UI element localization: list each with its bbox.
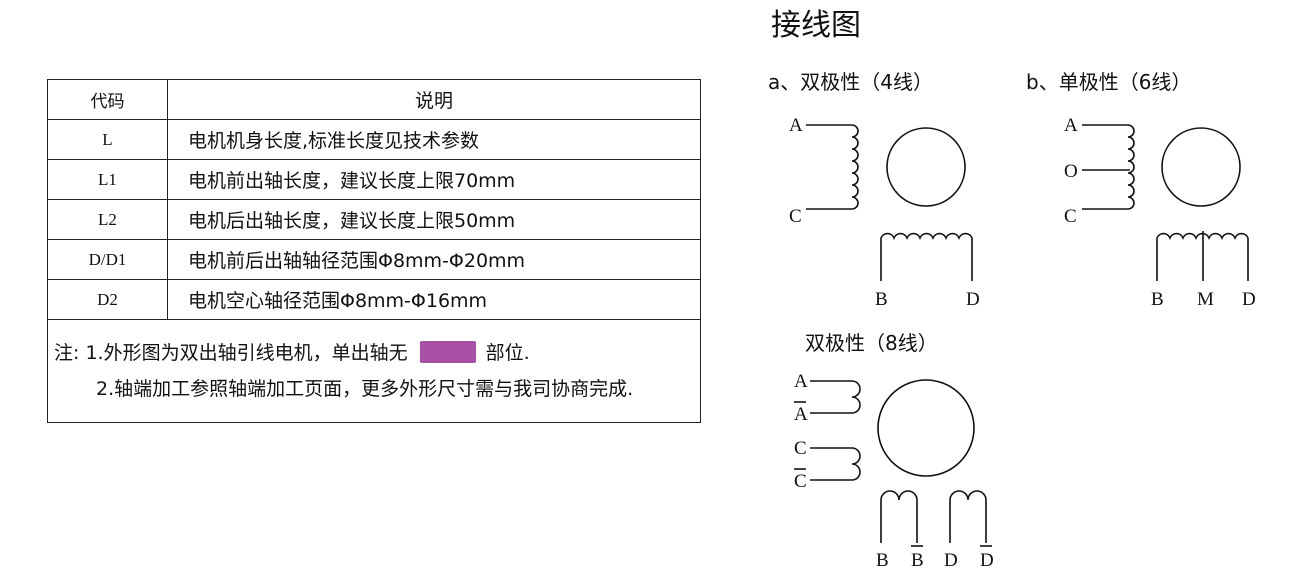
row-desc: 电机后出轴长度，建议长度上限50mm bbox=[167, 199, 701, 240]
motor-circle bbox=[877, 379, 975, 477]
note-1: 注: 1.外形图为双出轴引线电机，单出轴无 部位. bbox=[54, 335, 694, 371]
bipolar-4wire-title: a、双极性（4线） bbox=[768, 70, 933, 94]
coil-b bbox=[880, 490, 918, 543]
label-m: M bbox=[1197, 289, 1214, 310]
coil-a bbox=[810, 380, 861, 414]
label-c-bar: C bbox=[794, 471, 807, 492]
bipolar-8wire-diagram: A A C C B B D D bbox=[794, 371, 994, 570]
color-swatch bbox=[419, 341, 476, 363]
label-b: B bbox=[875, 289, 888, 310]
note-1-text: 注: 1.外形图为双出轴引线电机，单出轴无 bbox=[54, 342, 408, 364]
notes-row: 注: 1.外形图为双出轴引线电机，单出轴无 部位. 2.轴端加工参照轴端加工页面，… bbox=[47, 319, 701, 423]
bipolar-8wire-title: 双极性（8线） bbox=[805, 331, 938, 355]
label-o: O bbox=[1064, 161, 1078, 182]
label-a: A bbox=[789, 115, 803, 136]
table-row: D2 电机空心轴径范围Φ8mm-Φ16mm bbox=[47, 279, 701, 320]
coil-d bbox=[949, 490, 987, 543]
label-d-bar: D bbox=[980, 550, 994, 570]
table-row: D/D1 电机前后出轴轴径范围Φ8mm-Φ20mm bbox=[47, 239, 701, 280]
bipolar-4wire-diagram: A C B D bbox=[789, 115, 980, 310]
coil-ac bbox=[806, 124, 859, 210]
code-table: 代码 说明 L 电机机身长度,标准长度见技术参数 L1 电机前出轴长度，建议长度… bbox=[47, 79, 701, 423]
label-d: D bbox=[966, 289, 980, 310]
row-code: L1 bbox=[47, 159, 168, 200]
motor-circle bbox=[1161, 127, 1241, 207]
row-desc: 电机前后出轴轴径范围Φ8mm-Φ20mm bbox=[167, 239, 701, 280]
label-c: C bbox=[789, 206, 802, 227]
notes-cell: 注: 1.外形图为双出轴引线电机，单出轴无 部位. 2.轴端加工参照轴端加工页面，… bbox=[47, 319, 701, 423]
note-1-tail: 部位. bbox=[485, 342, 530, 364]
row-desc: 电机空心轴径范围Φ8mm-Φ16mm bbox=[167, 279, 701, 320]
label-b-bar: B bbox=[911, 550, 924, 570]
motor-circle bbox=[886, 127, 966, 207]
coil-c bbox=[810, 447, 861, 481]
label-d: D bbox=[944, 550, 958, 570]
label-c: C bbox=[1064, 206, 1077, 227]
table-row: L2 电机后出轴长度，建议长度上限50mm bbox=[47, 199, 701, 240]
label-b: B bbox=[876, 550, 889, 570]
coil-aoc bbox=[1082, 124, 1135, 210]
wiring-title: 接线图 bbox=[771, 8, 861, 43]
desc-header: 说明 bbox=[167, 79, 701, 120]
label-c: C bbox=[794, 438, 807, 459]
unipolar-6wire-diagram: A O C B M D bbox=[1064, 115, 1256, 310]
table-header-row: 代码 说明 bbox=[47, 79, 701, 120]
row-code: L2 bbox=[47, 199, 168, 240]
code-header: 代码 bbox=[47, 79, 168, 120]
unipolar-6wire-title: b、单极性（6线） bbox=[1026, 70, 1192, 94]
note-2: 2.轴端加工参照轴端加工页面，更多外形尺寸需与我司协商完成. bbox=[96, 378, 634, 400]
label-a: A bbox=[794, 371, 808, 392]
label-a-bar: A bbox=[794, 404, 808, 425]
coil-bd bbox=[880, 232, 973, 281]
label-d: D bbox=[1242, 289, 1256, 310]
row-desc: 电机前出轴长度，建议长度上限70mm bbox=[167, 159, 701, 200]
label-b: B bbox=[1151, 289, 1164, 310]
table-row: L1 电机前出轴长度，建议长度上限70mm bbox=[47, 159, 701, 200]
label-a: A bbox=[1064, 115, 1078, 136]
